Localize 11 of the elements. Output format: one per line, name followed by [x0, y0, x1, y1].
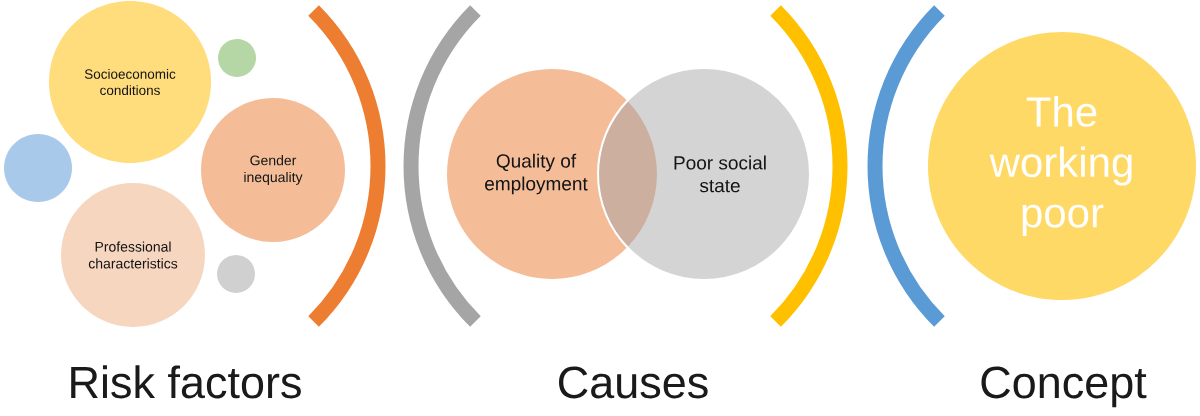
circle-node: Poor social state [597, 67, 811, 281]
circle-node: Gender inequality [201, 98, 345, 242]
section-label: Risk factors [71, 365, 301, 399]
plain-circle [217, 255, 255, 293]
circle-node: Professional characteristics [61, 183, 205, 327]
plain-circle [218, 39, 256, 77]
section-label: Causes [559, 366, 708, 399]
circle-node: Socioeconomic conditions [49, 1, 211, 163]
plain-circle [4, 134, 72, 202]
section-label: Concept [981, 366, 1147, 408]
circle-node: The working poor [928, 32, 1196, 300]
